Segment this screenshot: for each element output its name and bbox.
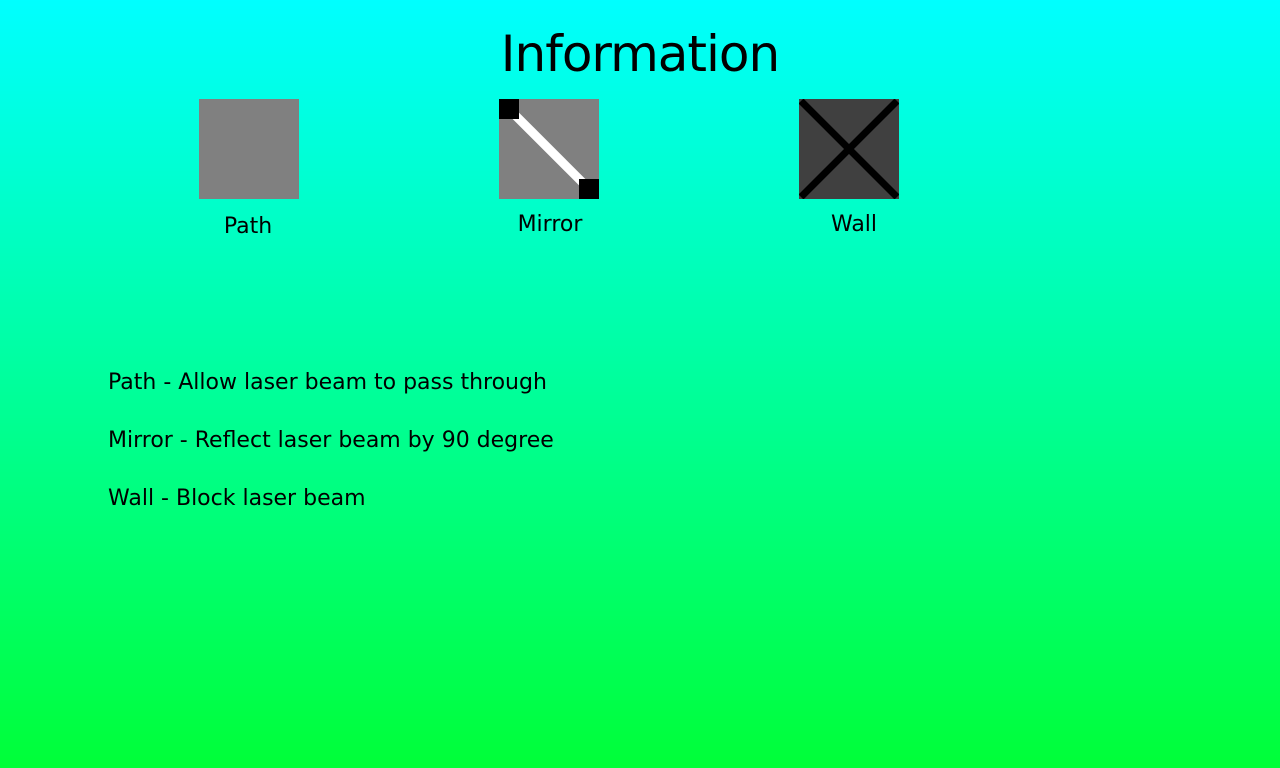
path-description: Path - Allow laser beam to pass through — [108, 370, 547, 395]
page-title: Information — [500, 25, 780, 83]
mirror-tile-icon — [499, 99, 599, 199]
mirror-description: Mirror - Reflect laser beam by 90 degree — [108, 428, 554, 453]
path-tile-label: Path — [223, 214, 273, 239]
wall-description: Wall - Block laser beam — [108, 486, 366, 511]
wall-tile-icon — [799, 99, 899, 199]
mirror-tile-label: Mirror — [517, 212, 583, 237]
path-tile-icon — [199, 99, 299, 199]
wall-tile-label: Wall — [830, 212, 878, 237]
